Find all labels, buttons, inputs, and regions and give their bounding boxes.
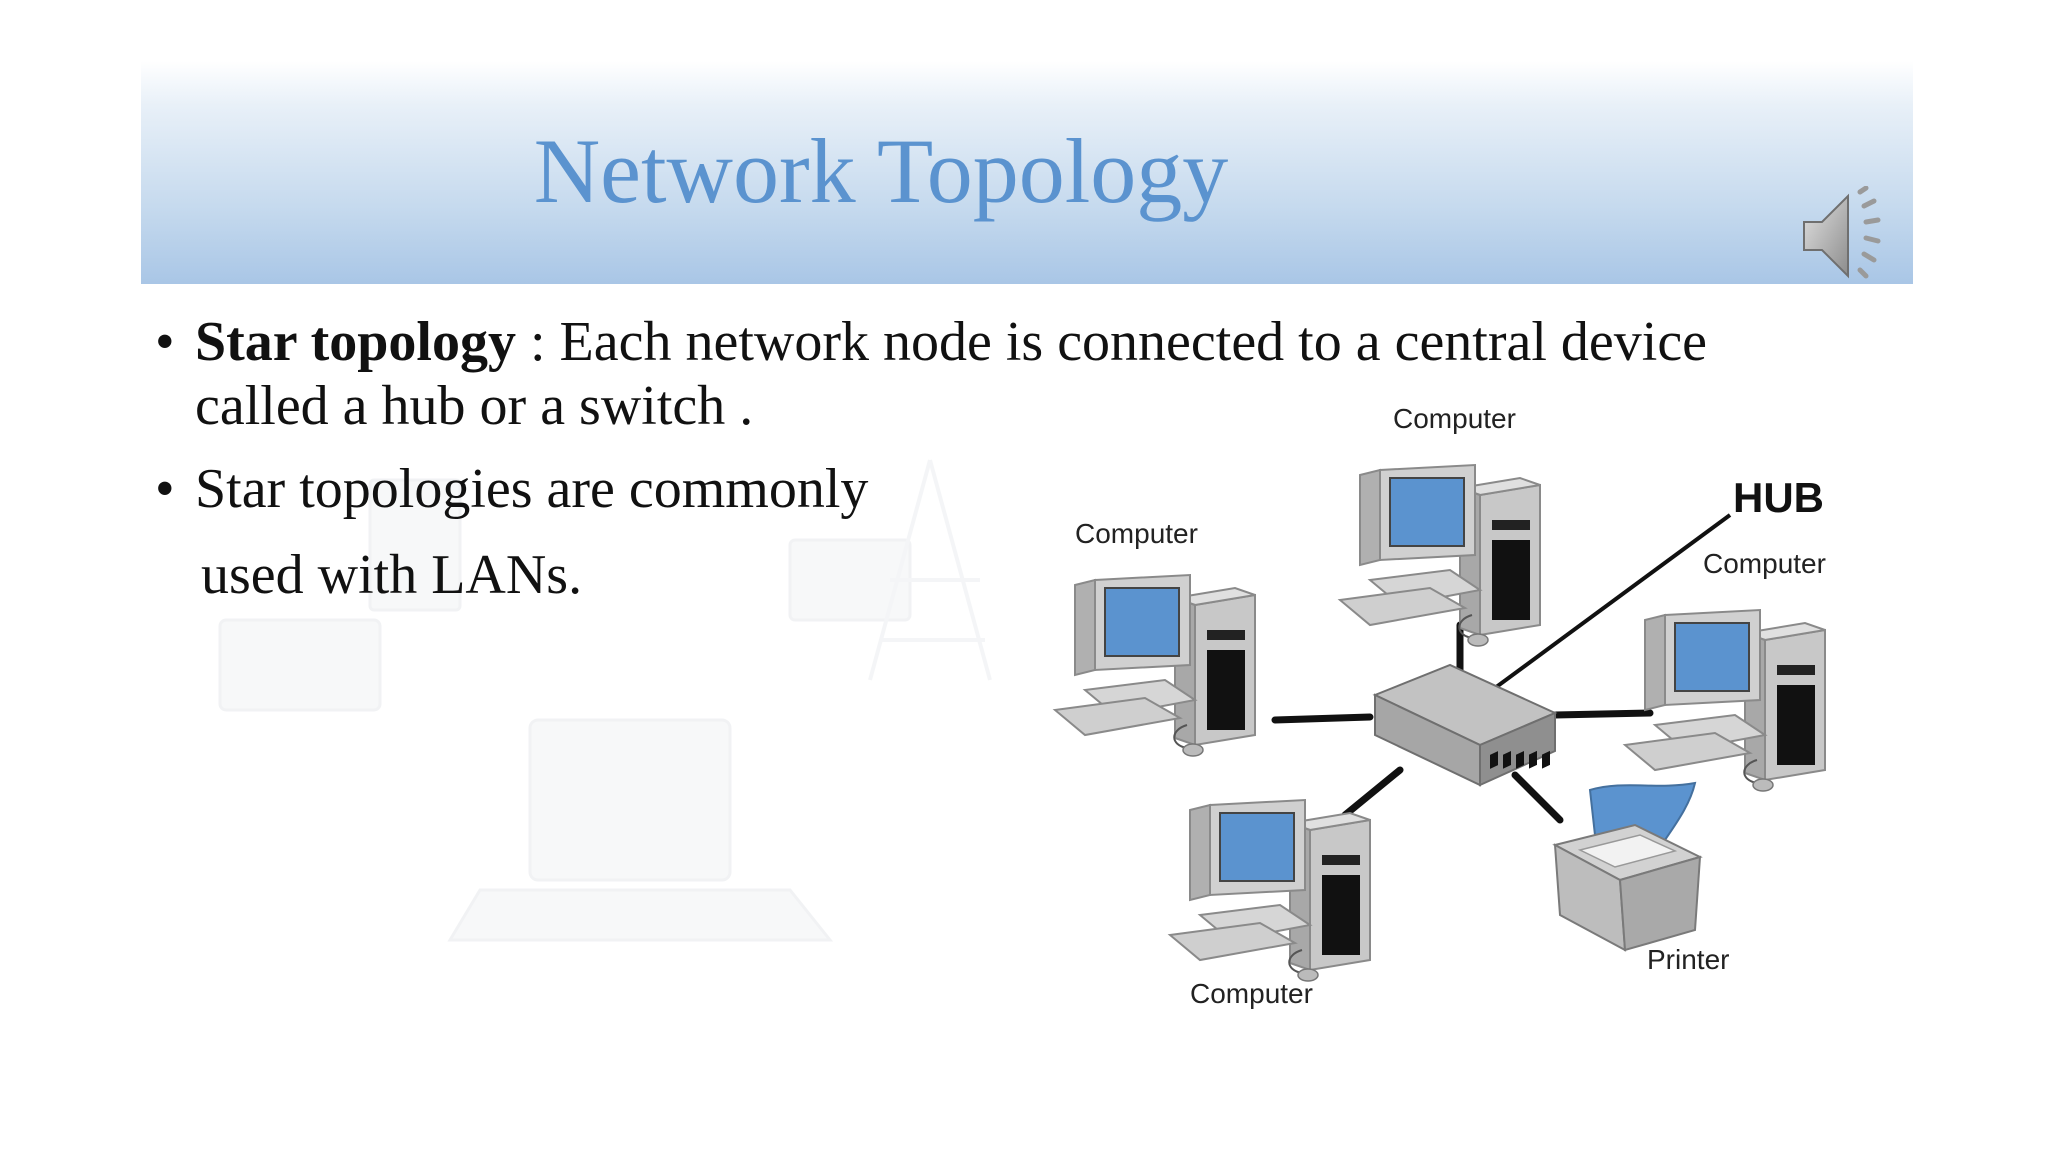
computer-right (1624, 609, 1826, 792)
speaker-icon[interactable] (1796, 186, 1896, 286)
lans-text-line1: Star topologies are commonly (195, 457, 869, 520)
computer-top (1339, 464, 1541, 647)
link-left (1271, 713, 1374, 724)
computer-bottom (1169, 799, 1371, 982)
bullet-list: Star topology : Each network node is con… (155, 310, 1855, 608)
label-computer-right: Computer (1703, 548, 1826, 579)
lans-text-line2: used with LANs. (201, 544, 583, 607)
label-computer-top: Computer (1393, 403, 1516, 434)
hub-pointer (1463, 513, 1732, 712)
link-printer (1511, 771, 1564, 824)
link-bottom (1341, 766, 1404, 819)
label-hub: HUB (1733, 474, 1824, 521)
term-star-topology: Star topology (195, 311, 516, 373)
slide-title: Network Topology (533, 120, 1229, 222)
definition-text-line2: called a hub or a switch . (195, 375, 754, 438)
definition-text: : Each network node is connected to a ce… (516, 311, 1708, 373)
label-computer-bottom: Computer (1190, 978, 1313, 1009)
link-right (1551, 709, 1654, 719)
computer-left (1054, 574, 1256, 757)
bullet-star-topology: Star topology : Each network node is con… (155, 310, 1855, 439)
title-band: Network Topology (141, 61, 1913, 284)
star-topology-diagram: Computer Computer HUB Computer Printer C… (1054, 403, 1826, 1009)
printer-device (1552, 781, 1703, 952)
hub-device (1372, 663, 1558, 787)
bullet-lans: Star topologies are commonly used with L… (155, 457, 1855, 608)
label-printer: Printer (1647, 944, 1729, 975)
label-computer-left: Computer (1075, 518, 1198, 549)
